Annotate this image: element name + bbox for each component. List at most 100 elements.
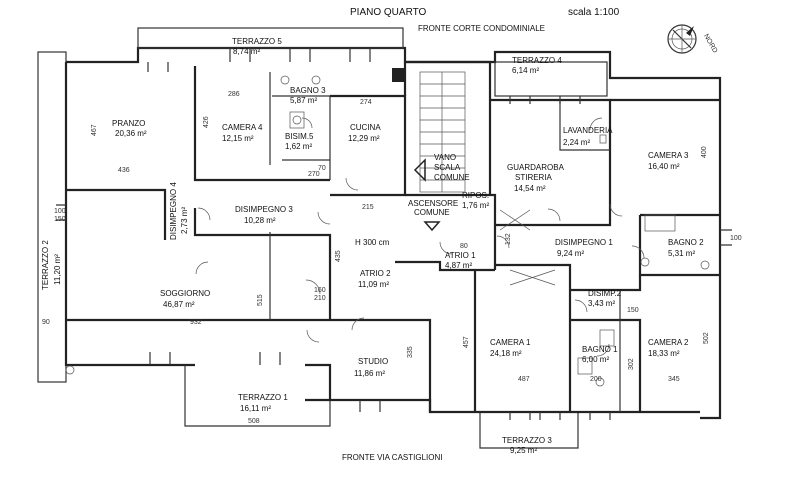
camera3-name: CAMERA 3 — [648, 151, 689, 160]
dim-502: 502 — [703, 332, 710, 344]
ripos-area: 1,76 m² — [462, 201, 489, 210]
dim-215: 215 — [362, 204, 374, 211]
dim-150b: 150 — [627, 307, 639, 314]
pranzo-area: 20,36 m² — [115, 129, 147, 138]
north-label: NORD — [702, 33, 718, 54]
studio-name: STUDIO — [358, 357, 388, 366]
dim-132: 132 — [505, 233, 512, 245]
terrazzo4-name: TERRAZZO 4 — [512, 56, 562, 65]
stairs — [392, 68, 466, 232]
atrio1-name: ATRIO 1 — [445, 251, 476, 260]
disimpegno4-name: DISIMPEGNO 4 — [169, 182, 178, 240]
bagno1-name: BAGNO 1 — [582, 345, 618, 354]
terrazzo4-area: 6,14 m² — [512, 66, 539, 75]
cucina-name: CUCINA — [350, 123, 381, 132]
disimpegno4-area: 2,73 m² — [180, 207, 189, 234]
dim-467: 467 — [91, 124, 98, 136]
terrazzo5-area: 8,74 m² — [233, 47, 260, 56]
dim-508: 508 — [248, 418, 260, 425]
vano-scala-l1: VANO — [434, 153, 456, 162]
soggiorno-name: SOGGIORNO — [160, 289, 210, 298]
ripos-name: RIPOS. — [462, 191, 489, 200]
dim-100b: 100 — [730, 235, 742, 242]
front-top-label: FRONTE CORTE CONDOMINIALE — [418, 24, 545, 33]
terrazzo2-area: 11,20 m² — [53, 254, 62, 285]
dim-80: 80 — [460, 243, 468, 250]
dim-160: 160 — [314, 287, 326, 294]
dim-90: 90 — [42, 319, 50, 326]
lavanderia-area: 2,24 m² — [563, 138, 590, 147]
dim-436: 436 — [118, 167, 130, 174]
atrio2-name: ATRIO 2 — [360, 269, 391, 278]
dim-200: 200 — [590, 376, 602, 383]
bagno2-area: 5,31 m² — [668, 249, 695, 258]
dim-302: 302 — [628, 358, 635, 370]
lavanderia-name: LAVANDERIA — [563, 126, 613, 135]
dim-210: 210 — [314, 295, 326, 302]
window-markers — [56, 48, 732, 420]
camera2-name: CAMERA 2 — [648, 338, 689, 347]
disimpegno1-name: DISIMPEGNO 1 — [555, 238, 613, 247]
disimpegno3-area: 10,28 m² — [244, 216, 276, 225]
terrazzo2-name: TERRAZZO 2 — [41, 240, 50, 290]
vano-scala-l3: COMUNE — [434, 173, 470, 182]
disimp2-area: 3,43 m² — [588, 299, 615, 308]
camera1-area: 24,18 m² — [490, 349, 522, 358]
bagno3-name: BAGNO 3 — [290, 86, 326, 95]
dim-286: 286 — [228, 91, 240, 98]
camera1-name: CAMERA 1 — [490, 338, 531, 347]
dim-435: 435 — [335, 250, 342, 262]
terrazzo5-name: TERRAZZO 5 — [232, 37, 282, 46]
dim-270: 270 — [308, 171, 320, 178]
disimpegno3-name: DISIMPEGNO 3 — [235, 205, 293, 214]
terrazzo1-area: 16,11 m² — [240, 404, 271, 413]
dim-345: 345 — [668, 376, 680, 383]
terrazzo3-name: TERRAZZO 3 — [502, 436, 552, 445]
terrazzo3-area: 9,25 m² — [510, 446, 537, 455]
cucina-area: 12,29 m² — [348, 134, 380, 143]
dim-932: 932 — [190, 319, 202, 326]
guardaroba-area: 14,54 m² — [514, 184, 546, 193]
camera4-area: 12,15 m² — [222, 134, 254, 143]
guardaroba-l2: STIRERIA — [515, 173, 553, 182]
vano-scala-l2: SCALA — [434, 163, 461, 172]
dim-457: 457 — [463, 336, 470, 348]
soggiorno-area: 46,87 m² — [163, 300, 195, 309]
north-compass-icon — [667, 24, 697, 54]
dim-515: 515 — [257, 294, 264, 306]
dim-335: 335 — [407, 346, 414, 358]
dim-400: 400 — [701, 146, 708, 158]
dim-70: 70 — [318, 165, 326, 172]
dim-487: 487 — [518, 376, 530, 383]
ascensore-l1: ASCENSORE — [408, 199, 458, 208]
bathroom-fixtures — [280, 75, 710, 387]
atrio1-area: 4,87 m² — [445, 261, 472, 270]
interior-walls — [66, 60, 720, 412]
dim-426: 426 — [203, 116, 210, 128]
door-swings — [195, 117, 645, 357]
disimpegno1-area: 9,24 m² — [557, 249, 584, 258]
plan-title: PIANO QUARTO — [350, 7, 427, 18]
camera3-area: 16,40 m² — [648, 162, 680, 171]
bisim5-area: 1,62 m² — [285, 142, 312, 151]
terrazzo1-name: TERRAZZO 1 — [238, 393, 288, 402]
atrio2-area: 11,09 m² — [358, 280, 389, 289]
bagno1-area: 6,00 m² — [582, 355, 609, 364]
dim-274: 274 — [360, 99, 372, 106]
bagno3-area: 5,87 m² — [290, 96, 317, 105]
camera2-area: 18,33 m² — [648, 349, 680, 358]
bisim5-name: BISIM.5 — [285, 132, 314, 141]
ascensore-l2: COMUNE — [414, 208, 450, 217]
camera4-name: CAMERA 4 — [222, 123, 263, 132]
plan-scale: scala 1:100 — [568, 7, 620, 18]
studio-area: 11,86 m² — [354, 369, 385, 378]
dim-100a: 100 — [54, 208, 66, 215]
front-bottom-label: FRONTE VIA CASTIGLIONI — [342, 453, 442, 462]
disimp2-name: DISIMP.2 — [588, 289, 622, 298]
bagno2-name: BAGNO 2 — [668, 238, 704, 247]
pranzo-name: PRANZO — [112, 119, 145, 128]
guardaroba-l1: GUARDAROBA — [507, 163, 565, 172]
height-label: H 300 cm — [355, 238, 390, 247]
dim-150a: 150 — [54, 216, 66, 223]
